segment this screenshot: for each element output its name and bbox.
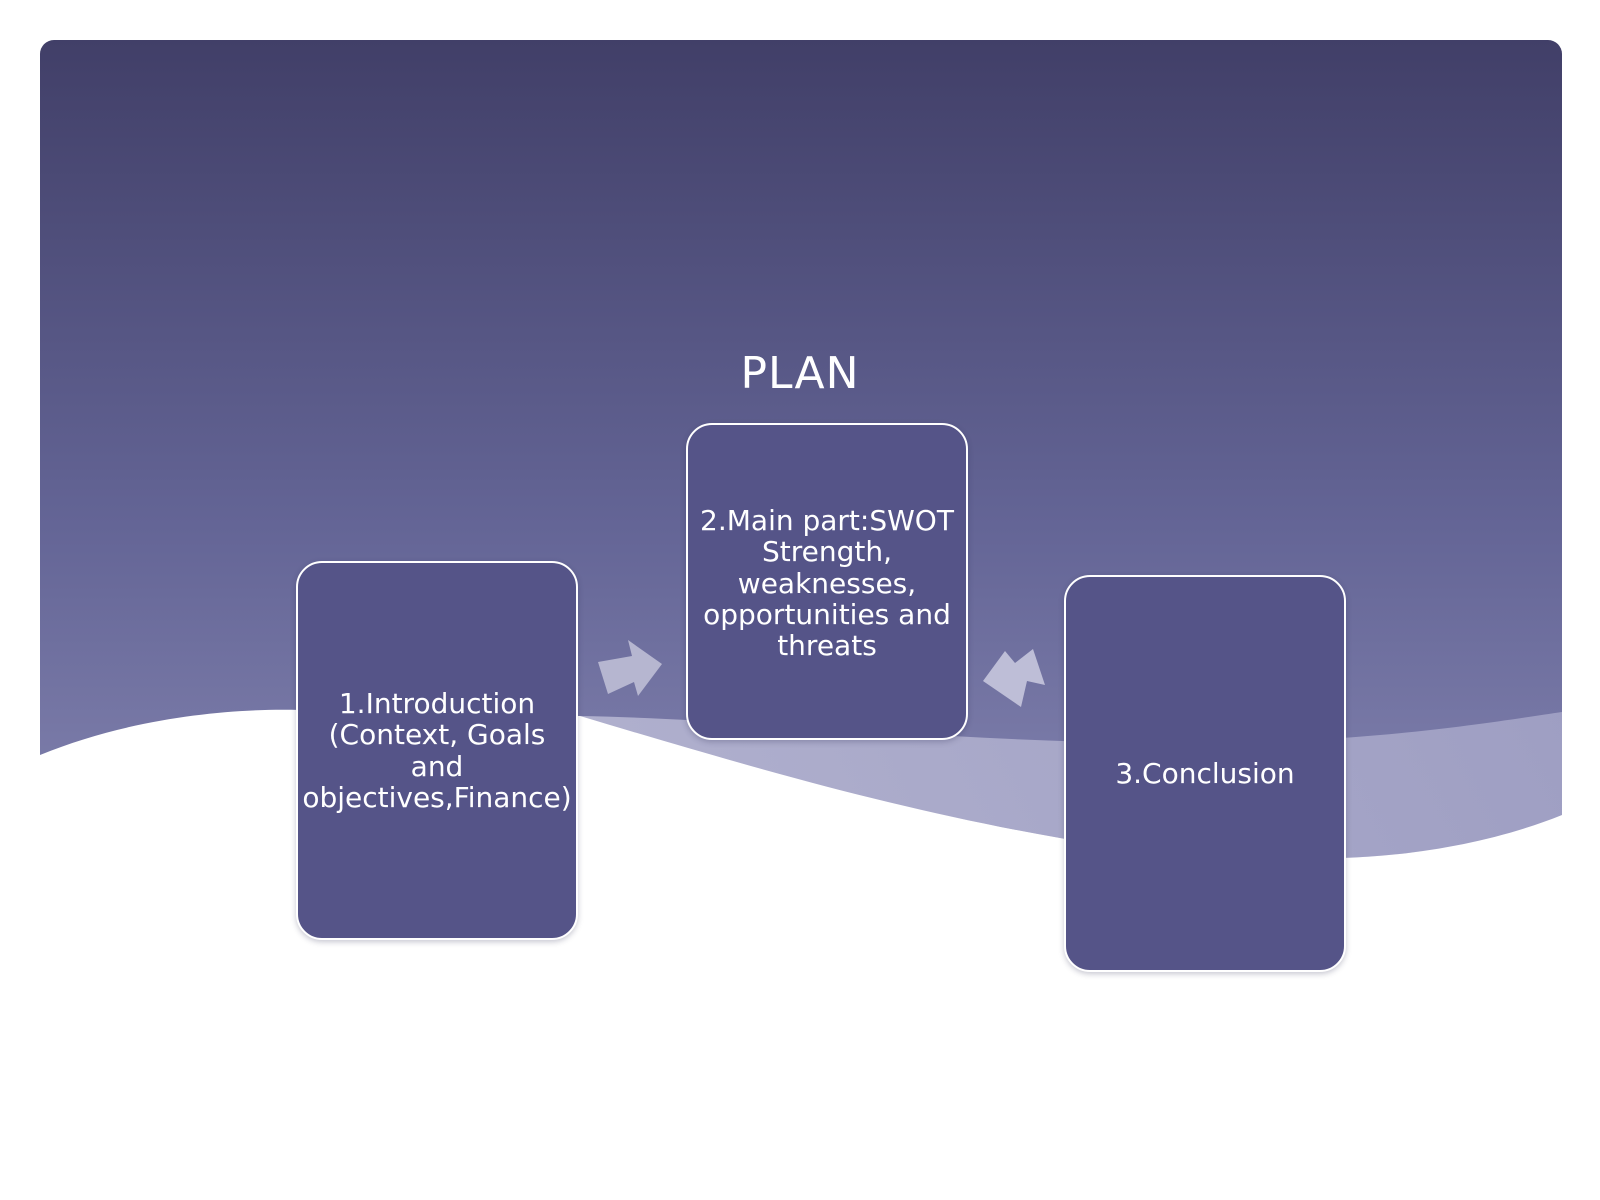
chevron-arrow-icon <box>598 640 662 696</box>
slide-title: PLAN <box>740 348 860 399</box>
step-label-main-part: 2.Main part:SWOT Strength, weaknesses, o… <box>700 504 954 663</box>
step-label-conclusion: 3.Conclusion <box>1115 756 1295 790</box>
chevron-arrow-icon <box>983 649 1045 707</box>
step-box-conclusion: 3.Conclusion <box>1064 575 1346 972</box>
step-box-main-part: 2.Main part:SWOT Strength, weaknesses, o… <box>686 423 968 740</box>
step-box-introduction: 1.Introduction (Context, Goals and objec… <box>296 561 578 940</box>
step-label-introduction: 1.Introduction (Context, Goals and objec… <box>302 686 572 814</box>
